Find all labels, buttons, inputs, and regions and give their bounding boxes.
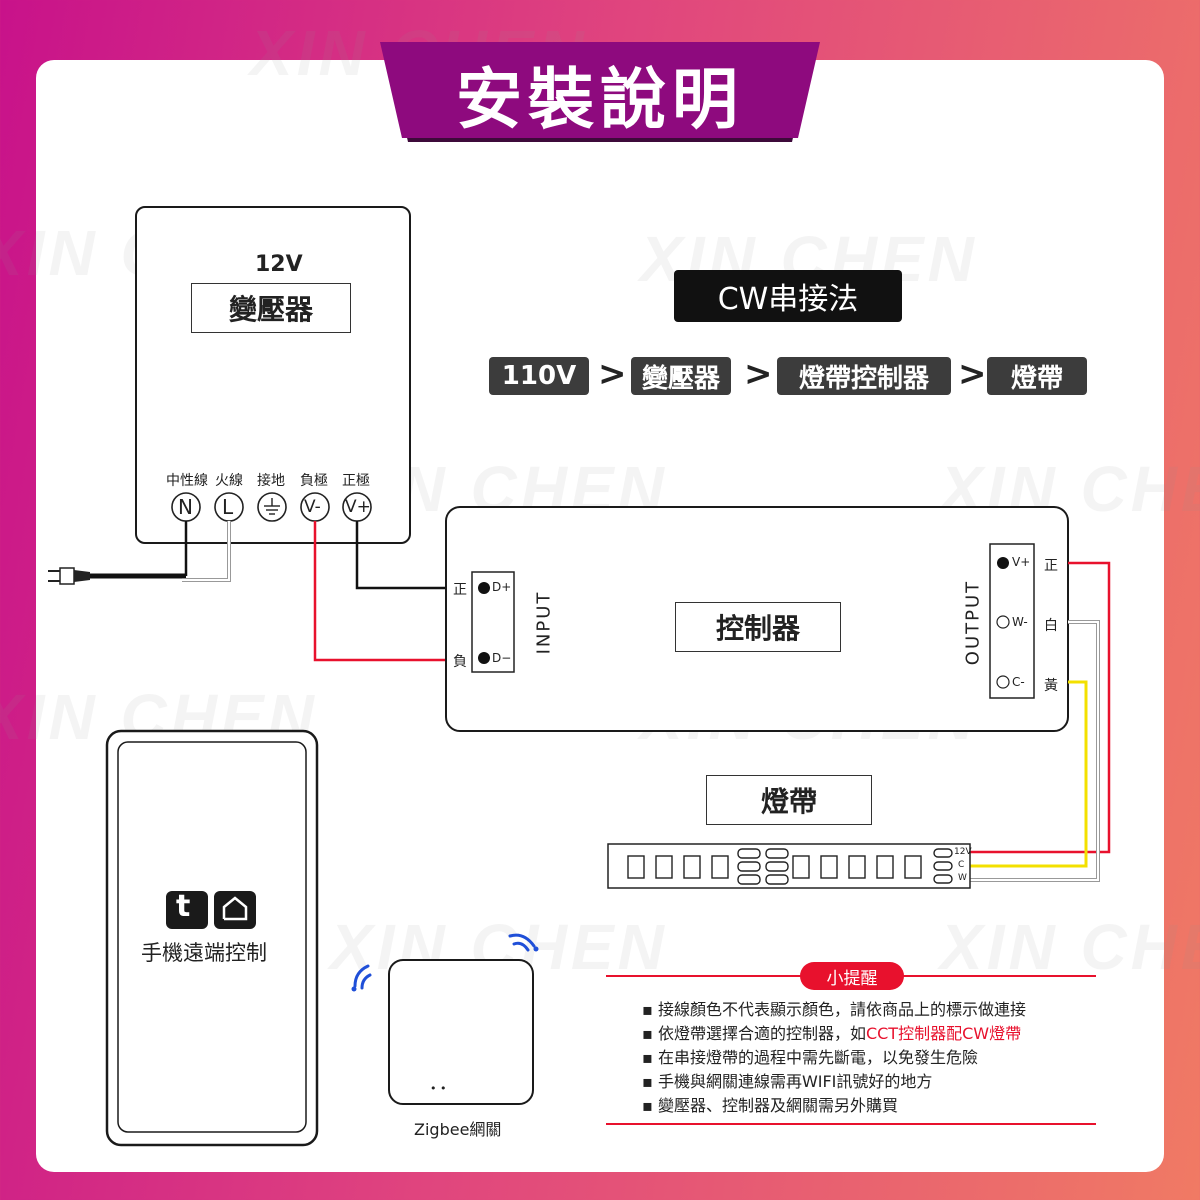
tuya-icon-letter: t xyxy=(176,889,191,924)
method-title: CW串接法 xyxy=(674,270,902,322)
step-transformer: 變壓器 xyxy=(631,357,731,395)
wire-yellow-label: 黃 xyxy=(1044,678,1058,694)
terminal-n: N xyxy=(178,495,193,519)
wire-positive-label: 正 xyxy=(1044,558,1058,574)
notes-title: 小提醒 xyxy=(826,969,878,989)
power-plug-icon xyxy=(48,567,90,585)
input-label: INPUT xyxy=(533,590,555,655)
pin-d-plus: D+ xyxy=(492,580,512,594)
note-item: ▪ 接線顏色不代表顯示顏色，請依商品上的標示做連接 xyxy=(642,1000,1026,1019)
note-item: ▪ 手機與網關連線需再WIFI訊號好的地方 xyxy=(642,1072,933,1091)
title-banner xyxy=(380,42,820,142)
step-arrow: > xyxy=(598,354,627,394)
input-side-positive: 正 xyxy=(453,582,467,598)
note-item: ▪ 依燈帶選擇合適的控制器，如CCT控制器配CW燈帶 xyxy=(642,1024,1022,1043)
ground-icon xyxy=(264,498,280,515)
wifi-icon xyxy=(353,933,536,990)
gateway-label: Zigbee網關 xyxy=(414,1120,502,1139)
terminal-label-ground: 接地 xyxy=(257,473,285,489)
tuya-app-icon xyxy=(166,891,208,929)
terminal-label-neutral: 中性線 xyxy=(166,473,208,489)
strip-label: 燈帶 xyxy=(706,775,872,825)
output-label: OUTPUT xyxy=(962,579,984,666)
pin-d-minus: D− xyxy=(492,651,512,665)
step-arrow: > xyxy=(958,354,987,394)
terminal-label-positive: 正極 xyxy=(342,473,370,489)
step-110v: 110V xyxy=(489,357,589,395)
strip-pad-w: W xyxy=(958,873,967,883)
pin-c-minus: C- xyxy=(1012,675,1025,689)
phone-label: 手機遠端控制 xyxy=(141,941,267,965)
terminal-v-minus: V- xyxy=(304,497,321,517)
terminal-v-plus: V+ xyxy=(345,497,371,517)
pin-v-plus: V+ xyxy=(1012,555,1031,569)
terminal-label-live: 火線 xyxy=(215,473,243,489)
step-controller: 燈帶控制器 xyxy=(777,357,951,395)
step-strip: 燈帶 xyxy=(987,357,1087,395)
step-arrow: > xyxy=(744,354,773,394)
controller-label: 控制器 xyxy=(675,602,841,652)
input-side-negative: 負 xyxy=(453,654,467,670)
wire-white-label: 白 xyxy=(1044,618,1058,634)
pin-w-minus: W- xyxy=(1012,615,1028,629)
note-item: ▪ 變壓器、控制器及網關需另外購買 xyxy=(642,1096,898,1115)
strip-pad-12v: 12V xyxy=(954,847,972,857)
terminal-label-negative: 負極 xyxy=(300,473,328,489)
terminal-l: L xyxy=(222,495,234,519)
transformer-voltage: 12V xyxy=(255,252,303,277)
transformer-box xyxy=(135,206,411,544)
gateway-indicator-dots: • • xyxy=(430,1082,447,1095)
note-item: ▪ 在串接燈帶的過程中需先斷電，以免發生危險 xyxy=(642,1048,978,1067)
page-title: 安裝說明 xyxy=(456,61,744,138)
transformer-label: 變壓器 xyxy=(191,283,351,333)
strip-pad-c: C xyxy=(958,860,965,870)
